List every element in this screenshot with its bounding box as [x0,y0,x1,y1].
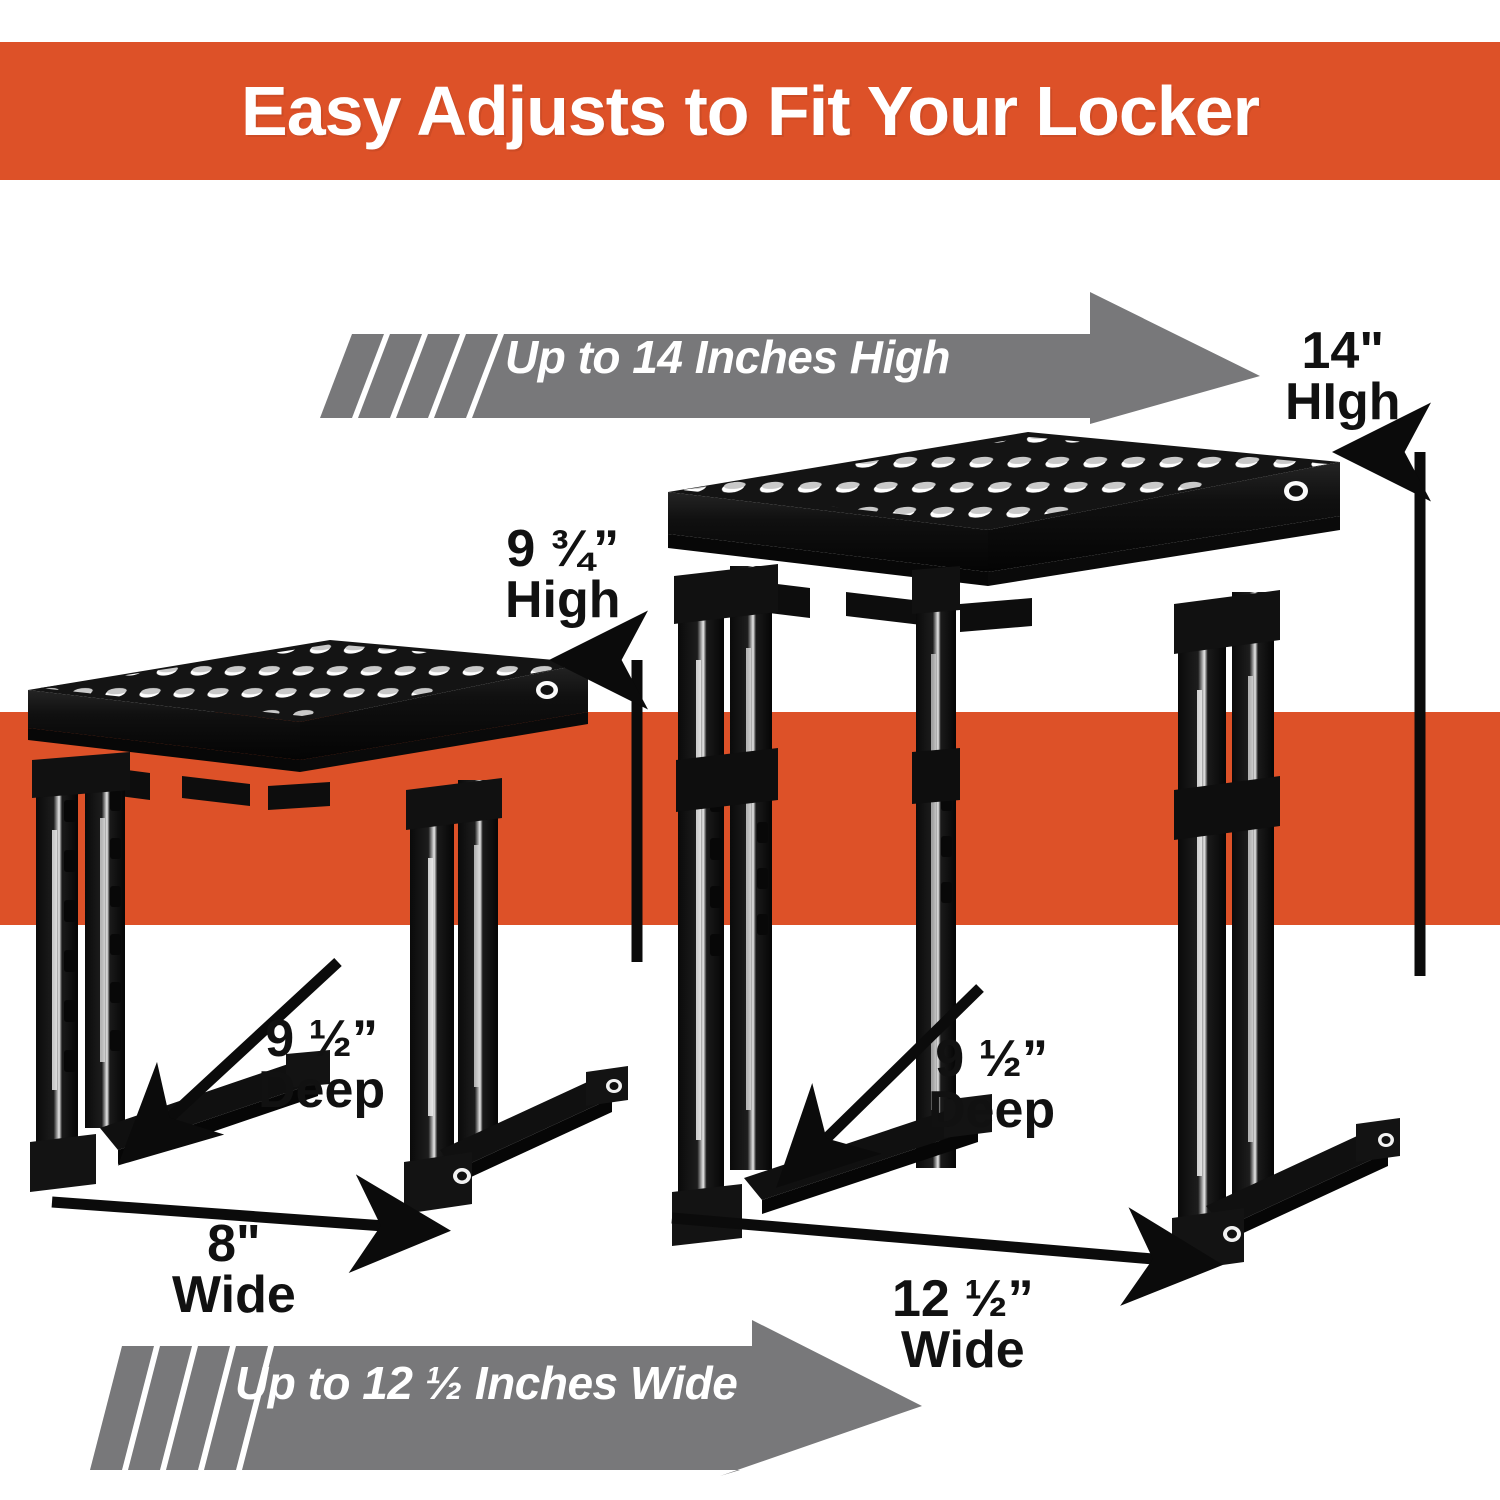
dimension-label-large-height: 14" HIgh [1285,322,1401,431]
small-height-unit: High [505,570,621,629]
large-depth-value: 9 ½” [935,1030,1048,1088]
small-height-value: 9 ¾” [506,520,620,578]
dimension-label-large-width: 12 ½” Wide [892,1270,1034,1379]
small-depth-value: 9 ½” [265,1010,378,1068]
large-width-unit: Wide [900,1320,1025,1379]
small-width-unit: Wide [172,1265,296,1324]
small-depth-unit: Deep [258,1060,386,1119]
dimension-arrows [51,402,1431,1306]
large-shelf-product [668,432,1400,1272]
banner-arrow-shape-width [90,1320,922,1476]
large-width-value: 12 ½” [892,1270,1034,1328]
arrow-large-depth [776,984,984,1188]
banner-arrow-shape-height [320,292,1260,424]
large-height-unit: HIgh [1285,372,1401,431]
page-title: Easy Adjusts to Fit Your Locker [241,72,1260,150]
dimension-label-small-depth: 9 ½” Deep [258,1010,386,1119]
large-depth-unit: Deep [928,1080,1056,1139]
arrow-small-width [51,1174,451,1274]
banner-label-width: Up to 12 ½ Inches Wide [235,1357,738,1409]
banner-label-height: Up to 14 Inches High [505,331,950,383]
dimension-label-small-width: 8" Wide [172,1215,296,1324]
arrow-small-depth [117,957,342,1166]
header-banner: Easy Adjusts to Fit Your Locker [0,42,1500,180]
dimension-label-large-depth: 9 ½” Deep [928,1030,1056,1139]
small-shelf-product [28,640,628,1214]
dimension-label-small-height: 9 ¾” High [505,520,621,629]
large-height-value: 14" [1301,322,1385,380]
arrow-large-width [671,1207,1223,1306]
callout-banner-height: Up to 14 Inches High [300,288,1300,428]
small-width-value: 8" [207,1215,261,1273]
callout-banner-width: Up to 12 ½ Inches Wide [80,1318,1000,1478]
